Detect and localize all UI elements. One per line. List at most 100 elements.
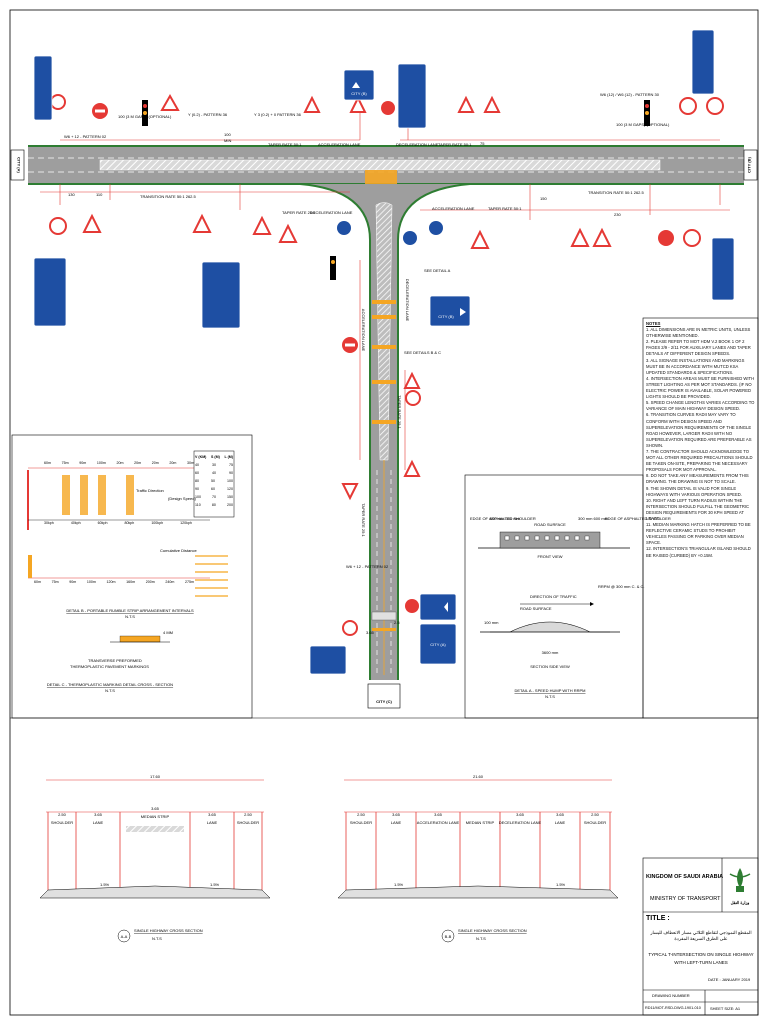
speed-table-cell: 100 [195,495,201,499]
dim-label: 100m [96,461,106,465]
section-right-l6: SHOULDER [584,820,606,825]
speed-table [193,450,235,518]
section-right-w0: 2.50 [357,812,366,817]
warning-triangle-icon [192,213,212,233]
detail-c-label1: TRANSVERSE PREFORMED [88,658,142,663]
no-entry-sign-icon [706,97,724,115]
no-entry-sign-icon [342,337,358,353]
detail-c-title: DETAIL C - THERMOPLASTIC MARKING DETAIL … [47,682,173,687]
warning-triangle-icon [278,223,298,243]
dim-label: 200m [145,580,155,584]
detail-b-traffic: Traffic Direction [136,488,164,493]
section-right-total: 21.60 [473,774,484,779]
detail-b-bottom-dims: 60m 75m 90m 100m 120m 160m 200m 240m 275… [34,580,194,584]
title-block-frame [642,857,759,1016]
section-left-l3: LANE [207,820,218,825]
warning-triangle-icon [403,371,421,389]
no-entry-sign-icon [405,599,419,613]
speed-label: 80kph [124,521,135,525]
detail-c-diagram: 4 MM TRANSVERSE PREFORMED THERMOPLASTIC … [47,630,173,693]
section-left-w2: 3.65 [151,806,160,811]
arrow-right-icon [460,308,466,316]
title-line2: WITH LEFT-TURN LANES [674,960,728,965]
signal-post-icon [142,100,148,126]
dim-2-5: 2.5 [394,620,400,625]
title-kingdom: KINGDOM OF SAUDI ARABIA [646,874,724,880]
speed-table-cell: 60 [211,487,215,491]
guide-sign-right-lower [711,237,735,301]
cross-section-right: 21.60 2.50 3.65 3.65 3.65 3.65 2.50 SHOU… [337,774,619,943]
accel-vertical: ACCELERATION LANE [361,309,366,352]
pattern-w6-left: W6 + 12 - PATTERN 02 [64,134,107,139]
section-left-w1: 3.65 [94,812,103,817]
detail-b-diagram: DETAIL B - PORTABLE RUMBLE STRIP ARRANGE… [27,450,235,619]
note-2: 2. PLEASE REFER TO MOT HDM V.2 BOOK 1 OF… [646,339,751,357]
section-left-slope-r: 1.5% [210,882,220,887]
dim-150: 150 [540,196,547,201]
notes-heading: NOTES [646,321,661,326]
speed-limit-sign-icon [49,217,67,235]
guide-sign-left-lower [33,257,67,327]
guide-sign-city-b-lower-label: CITY (B) [438,314,454,319]
dim-label: 75m [51,580,59,584]
speed-table-cell: 50 [211,479,215,483]
taper-vertical-1: TAPER RATE 25:1 [397,395,402,429]
section-right-w4: 3.65 [556,812,565,817]
speed-label: 30kph [44,521,54,525]
guide-signs: CITY (B) CITY (B) CITY (A) [33,29,735,675]
speed-table-cell: 60 [195,471,199,475]
guide-sign-city-b [343,69,375,101]
detail-a-side: SECTION SIDE VIEW [530,664,570,669]
speed-label: 120kph [180,521,192,525]
section-right-w5: 2.50 [591,812,600,817]
speed-table-cell: 70 [212,495,216,499]
detail-a-diagram: FRONT VIEW ROAD SURFACE EDGE OF ASPHALTE… [470,516,671,699]
signal-post-icon [330,256,336,280]
speed-limit-sign-icon [683,229,701,247]
detail-b-scale: N.T.S [125,614,135,619]
arrow-right-icon [590,602,594,606]
sheet-size: SHEET SIZE: A1 [710,1006,741,1011]
guide-sign-mid-lower [201,261,241,329]
guide-sign-city-a-lower [419,623,457,665]
section-right-l2: ACCELERATION LANE [417,820,460,825]
warning-triangle-icon [349,95,367,113]
warning-triangle-icon [252,215,272,235]
speed-label: 60kph [97,521,108,525]
detail-a-road-surface-side: ROAD SURFACE [520,606,552,611]
pattern-y-left: Y (0.2) - PATTERN 36 [188,112,228,117]
decel-lane-left: DECELERATION LANE [310,210,353,215]
detail-a-dim-600: 600 mm 300 mm [490,516,521,521]
note-4: 4. INTERSECTION AREAS MUST BE FURNISHED … [646,375,755,400]
warning-triangle-icon [403,459,421,477]
dim-3-65: 3.65 [366,630,375,635]
section-right-slope-r: 1.5% [556,882,566,887]
speed-table-cell: 200 [226,503,233,507]
section-left-slope-l: 1.5% [100,882,110,887]
arrow-up-icon [352,82,360,88]
section-right-w3: 3.65 [516,812,525,817]
taper-rate-left: TAPER RATE 50:1 [268,142,302,147]
dim-230: 230 [614,212,621,217]
speed-table-cell: 100 [227,479,233,483]
arrow-left-icon [444,602,448,612]
accel-lane-top: ACCELERATION LANE [318,142,361,147]
logo-text: وزارة النقل [731,900,750,906]
speed-table-h2: L (M) [224,455,233,459]
note-10: 10. RIGHT AND LEFT TURN RADIUS WITHIN TH… [646,497,750,521]
section-right-l1: LANE [391,820,402,825]
section-left-total: 17.60 [150,774,161,779]
dim-min-top: MIN [224,138,231,143]
city-a-marker: CITY (A) [10,149,25,181]
taper-rate-25: TAPER RATE 25:1 [282,210,316,215]
warning-signs [49,93,724,636]
drawing-number-label: DRAWING NUMBER [652,993,690,998]
section-right-scale: N.T.S [476,936,486,941]
dim-label: 20m [134,461,142,465]
detail-c-label2: THERMOPLASTIC PAVEMENT MARKINGS [70,664,149,669]
section-right-l0: SHOULDER [350,820,372,825]
stop-sign-icon [381,101,395,115]
speed-label: 40kph [70,521,81,525]
section-right-marker: B-B [445,934,452,939]
